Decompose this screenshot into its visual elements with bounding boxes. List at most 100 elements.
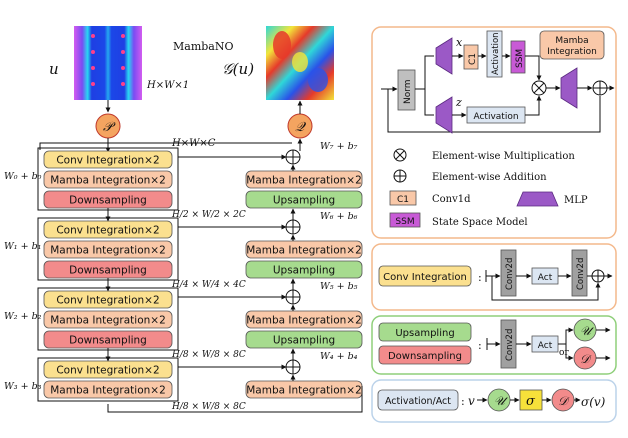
mamba-integration-block-label: Mamba Integration×2 bbox=[50, 315, 166, 327]
skip-weight-label: W₀ + b₀ bbox=[4, 171, 42, 182]
upsampling-chip bbox=[378, 322, 472, 342]
legend-ssm: SSM State Space Model bbox=[389, 212, 528, 228]
svg-text:Conv Integration: Conv Integration bbox=[383, 272, 467, 283]
output-field-blobs bbox=[273, 31, 328, 92]
conv2d-b-block bbox=[571, 249, 588, 297]
input-field-dots bbox=[91, 34, 125, 86]
svg-text:𝒰: 𝒰 bbox=[494, 394, 508, 408]
mamba-integration-block-label: Mamba Integration×2 bbox=[50, 175, 166, 187]
svg-text:or: or bbox=[559, 348, 569, 358]
svg-text:Upsampling: Upsampling bbox=[395, 328, 454, 339]
stage-dims-label: H/4 × W/4 × 4C bbox=[171, 280, 246, 290]
mamba-integration-block bbox=[43, 310, 173, 329]
svg-text::: : bbox=[478, 339, 482, 352]
svg-text:Conv2d: Conv2d bbox=[505, 329, 515, 361]
z-label: z bbox=[455, 96, 462, 109]
legend-c1: C1 Conv1d bbox=[389, 190, 471, 206]
mamba-integration-title-line1: Mamba bbox=[555, 36, 588, 46]
multiply-icon bbox=[531, 80, 547, 96]
svg-text:Act: Act bbox=[538, 273, 553, 283]
output-label: 𝒢(u) bbox=[222, 60, 254, 78]
mamba-integration-title-line2: Integration bbox=[547, 47, 597, 57]
conv-integration-block-label: Conv Integration×2 bbox=[56, 225, 159, 237]
conv-integration-panel: Conv Integration : Conv2d Act Conv2d bbox=[371, 243, 617, 311]
legend-mult: Element-wise Multiplication bbox=[393, 148, 575, 162]
upsampling-block bbox=[245, 260, 363, 279]
input-field-image bbox=[74, 26, 142, 100]
decoder-mamba-block-label: Mamba Integration×2 bbox=[246, 385, 362, 397]
x-label: x bbox=[456, 36, 463, 49]
svg-text:SSM: SSM bbox=[395, 217, 414, 227]
activation-chip bbox=[377, 389, 459, 411]
svg-text:C1: C1 bbox=[397, 195, 409, 205]
legend-mult-text: Element-wise Multiplication bbox=[432, 151, 575, 162]
svg-text:𝒟: 𝒟 bbox=[558, 394, 570, 408]
mamba-integration-panel: Norm x C1 Activation SSM Mamba Integrati… bbox=[371, 26, 617, 239]
conv-integration-block-label: Conv Integration×2 bbox=[56, 155, 159, 167]
norm-label: Norm bbox=[403, 79, 413, 104]
ssm-block bbox=[510, 40, 526, 74]
svg-text:Downsampling: Downsampling bbox=[388, 351, 462, 362]
svg-text:σ(v): σ(v) bbox=[581, 395, 606, 409]
c1-block bbox=[463, 44, 479, 70]
skip-weight-label: W₁ + b₁ bbox=[4, 241, 41, 252]
legend-mlp: MLP bbox=[516, 191, 588, 207]
stage-dims-label: H/8 × W/8 × 8C bbox=[171, 402, 246, 412]
norm-block bbox=[397, 69, 416, 111]
decoder-mamba-block bbox=[245, 310, 363, 329]
svg-text:Act: Act bbox=[538, 341, 553, 351]
downsampling-block-label: Downsampling bbox=[69, 195, 147, 207]
conv-integration-chip bbox=[378, 265, 472, 287]
conv-add-icon bbox=[591, 269, 605, 283]
mlp-x-block bbox=[435, 37, 453, 75]
mamba-integration-block-label: Mamba Integration×2 bbox=[50, 245, 166, 257]
mamba-integration-block bbox=[43, 240, 173, 259]
decoder-skip-weight: W₇ + b₇ bbox=[320, 141, 358, 152]
conv-integration-block-label: Conv Integration×2 bbox=[56, 365, 159, 377]
conv-integration-block bbox=[43, 150, 173, 169]
upsampling-block-label: Upsampling bbox=[273, 265, 335, 277]
svg-text::: : bbox=[478, 271, 482, 284]
q-operator-label: 𝒬 bbox=[295, 120, 307, 135]
title: MambaNO bbox=[173, 40, 234, 53]
conv2d-a-block bbox=[500, 249, 517, 297]
stage-dims-label: H/8 × W/8 × 8C bbox=[171, 350, 246, 360]
downsampling-chip bbox=[378, 345, 472, 365]
svg-text:Conv2d: Conv2d bbox=[505, 258, 515, 290]
decoder-mamba-block-label: Mamba Integration×2 bbox=[246, 245, 362, 257]
architecture: u H×W×1 MambaNO 𝒢(u) 𝒫 𝒬 H×W×C Conv Inte… bbox=[4, 26, 363, 413]
svg-text::: : bbox=[461, 395, 465, 408]
svg-text:Activation/Act: Activation/Act bbox=[385, 396, 451, 407]
decoder-skip-weight: W₅ + b₅ bbox=[320, 281, 358, 292]
mlp-z-block bbox=[435, 96, 453, 134]
activation-block bbox=[486, 30, 503, 78]
activation-z-label: Activation bbox=[473, 112, 518, 122]
activation-panel: Activation/Act : v 𝒰 σ 𝒟 σ(v) bbox=[371, 379, 617, 423]
downsampling-block-label: Downsampling bbox=[69, 335, 147, 347]
svg-text:𝒰: 𝒰 bbox=[580, 324, 594, 338]
c1-label: C1 bbox=[468, 53, 478, 65]
mlp-out-block bbox=[560, 67, 578, 109]
decoder-skip-weight: W₄ + b₄ bbox=[320, 351, 358, 362]
updown-panel: Upsampling Downsampling : Conv2d Act or … bbox=[371, 315, 617, 375]
input-label: u bbox=[49, 60, 59, 78]
decoder-mamba-block-label: Mamba Integration×2 bbox=[246, 175, 362, 187]
add-icon bbox=[592, 80, 608, 96]
mamba-integration-block bbox=[43, 170, 173, 189]
decoder-mamba-block bbox=[245, 240, 363, 259]
activation-label: Activation bbox=[491, 32, 501, 75]
input-dims: H×W×1 bbox=[146, 80, 189, 91]
upsampling-block-label: Upsampling bbox=[273, 195, 335, 207]
stage-dims-label: H/2 × W/2 × 2C bbox=[171, 210, 246, 220]
svg-text:σ: σ bbox=[526, 394, 536, 409]
conv-integration-block-label: Conv Integration×2 bbox=[56, 295, 159, 307]
legend-add-text: Element-wise Addition bbox=[432, 172, 547, 183]
decoder-mamba-block-label: Mamba Integration×2 bbox=[246, 315, 362, 327]
downsampling-block-label: Downsampling bbox=[69, 265, 147, 277]
upsampling-block bbox=[245, 190, 363, 209]
svg-text:𝒟: 𝒟 bbox=[580, 352, 592, 366]
ssm-label: SSM bbox=[515, 49, 525, 68]
skip-weight-label: W₃ + b₃ bbox=[4, 381, 42, 392]
legend-mlp-text: MLP bbox=[564, 195, 588, 206]
